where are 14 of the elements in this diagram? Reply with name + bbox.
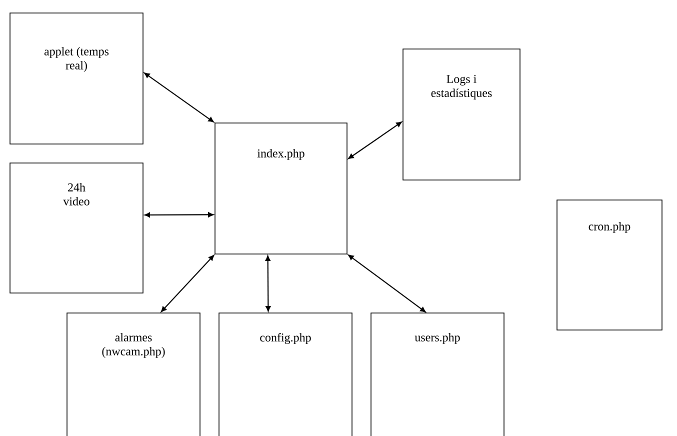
- arrow: [160, 254, 214, 312]
- arrow: [265, 255, 271, 312]
- arrow: [348, 254, 426, 312]
- arrow: [144, 72, 214, 122]
- box: index.php: [214, 122, 348, 254]
- box: cron.php: [556, 200, 662, 330]
- box: applet (temps real): [10, 12, 144, 144]
- box: Logs i estadístiques: [402, 48, 520, 180]
- box: config.php: [218, 312, 352, 436]
- arrow: [144, 212, 214, 218]
- box: users.php: [370, 312, 504, 436]
- box: alarmes (nwcam.php): [66, 312, 200, 436]
- box: 24h video: [10, 162, 144, 294]
- arrow: [348, 122, 402, 160]
